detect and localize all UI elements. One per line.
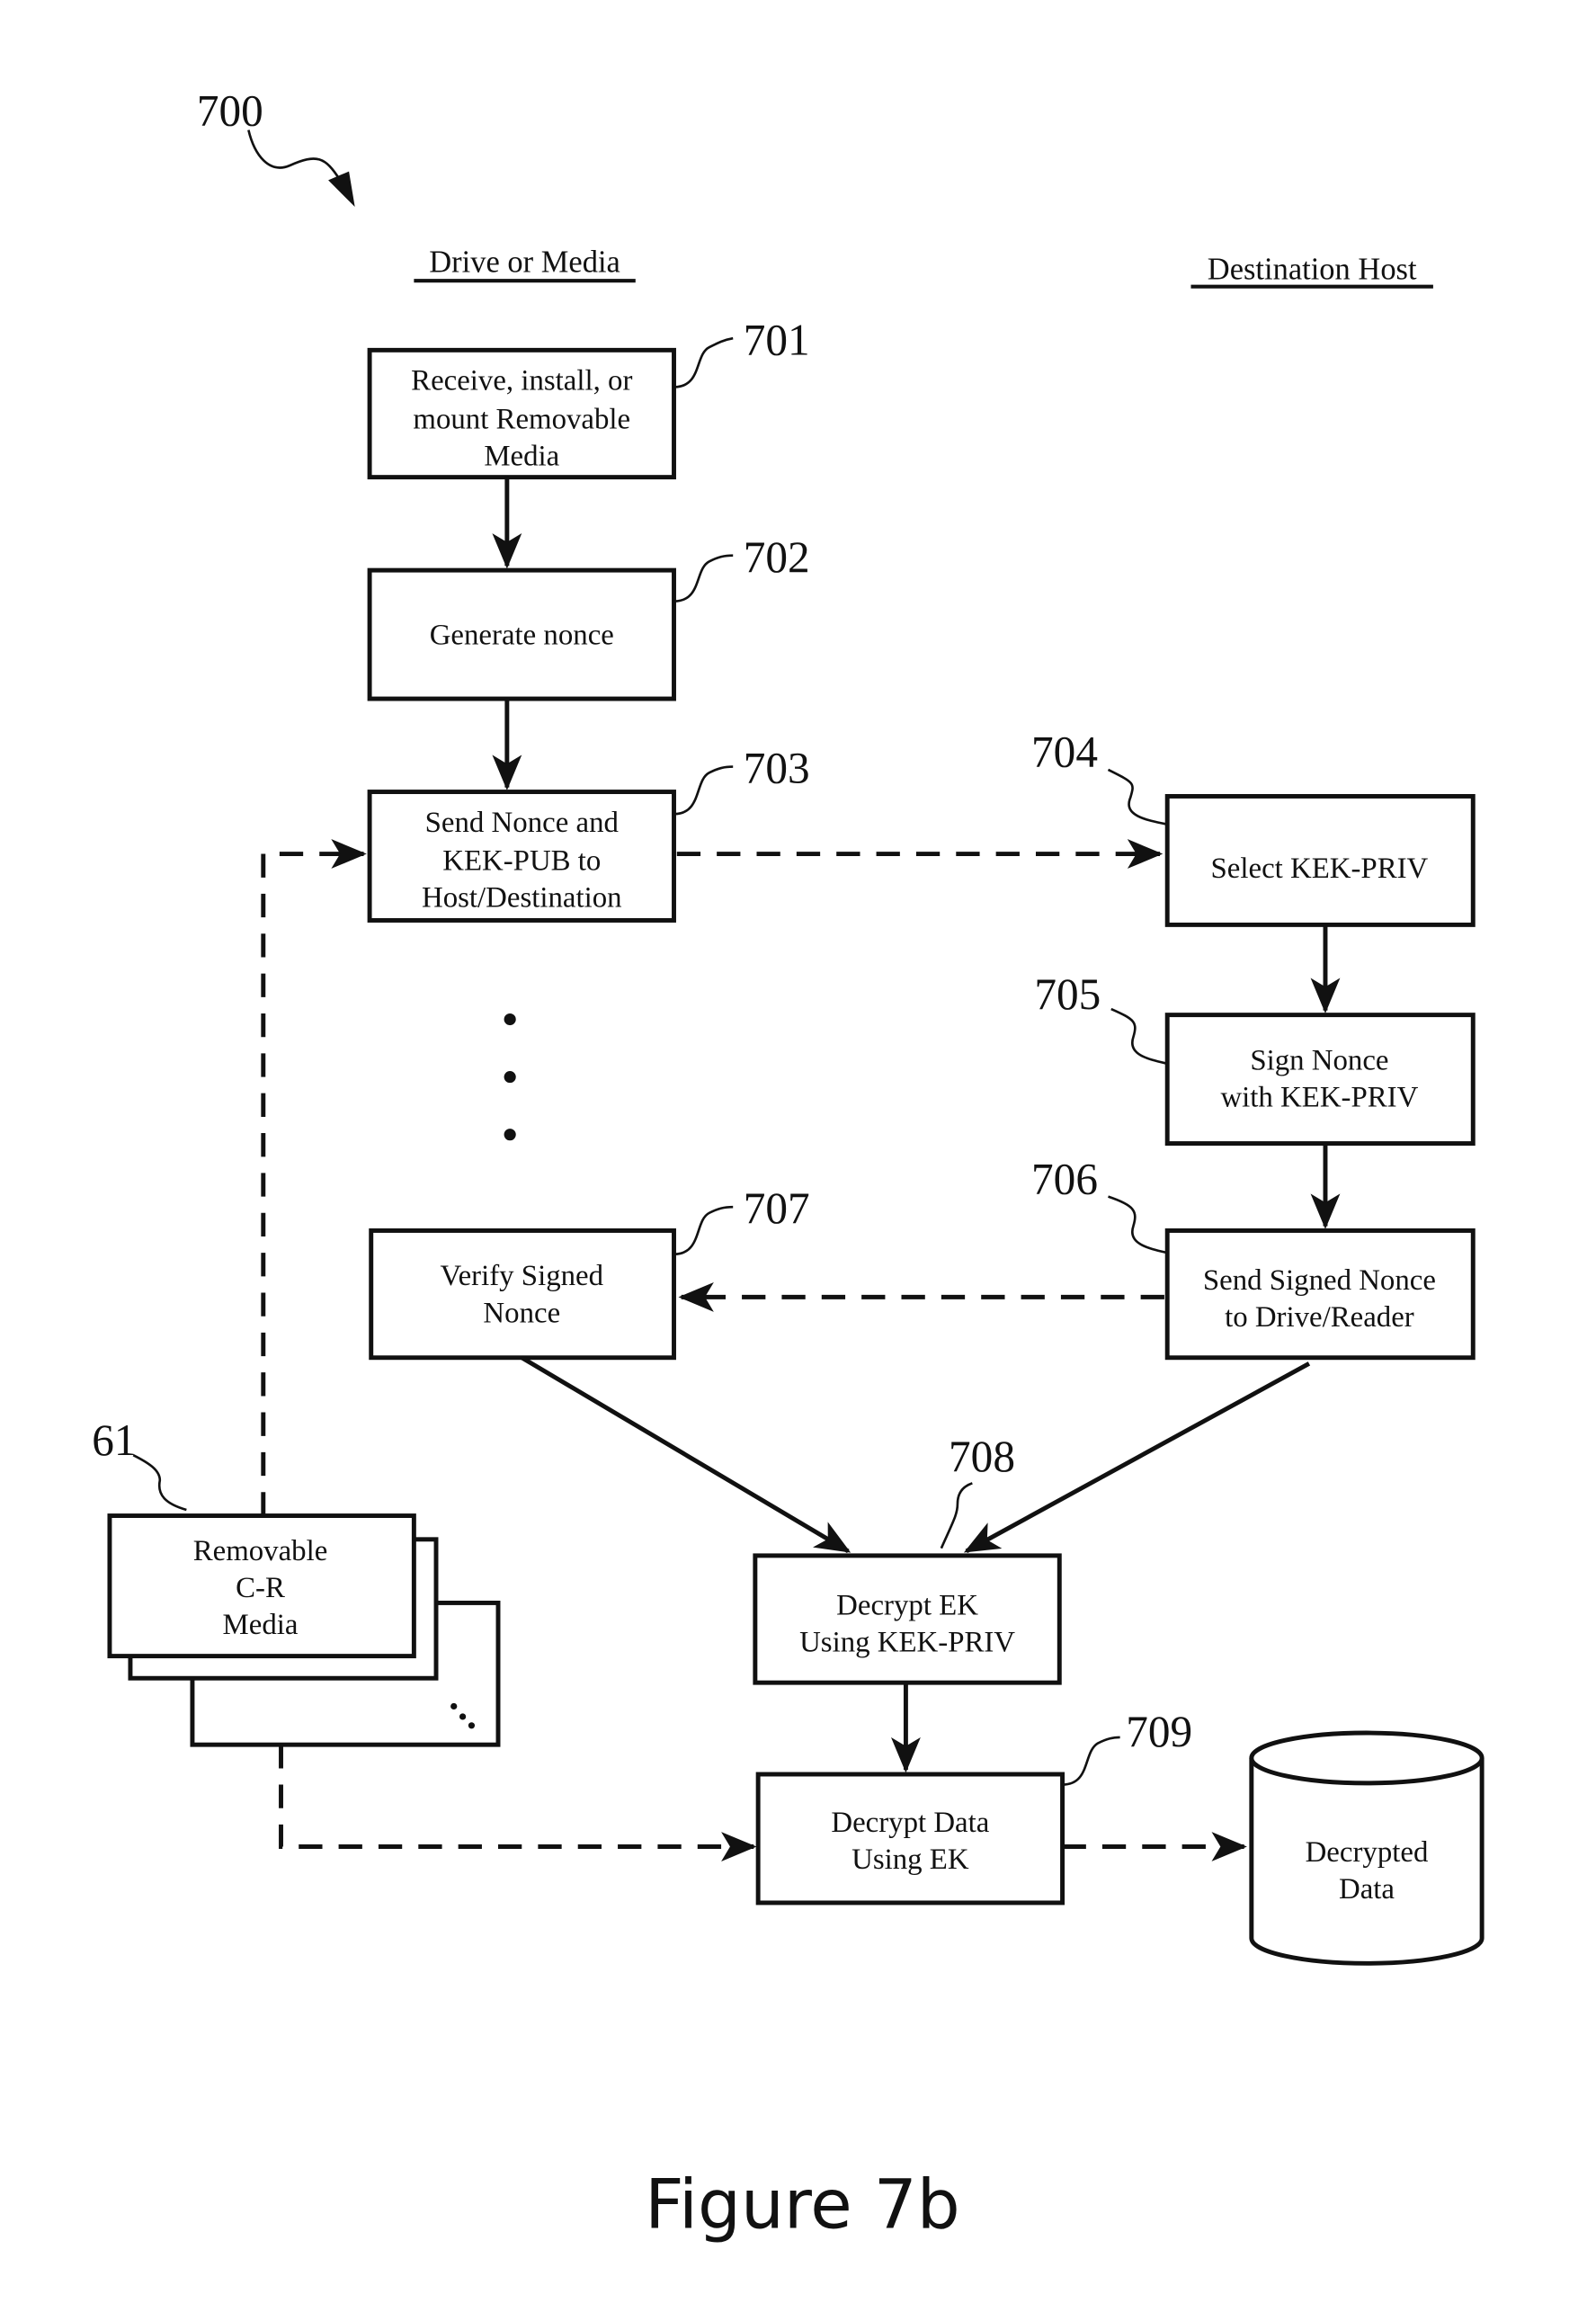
- step-708: Decrypt EK Using KEK-PRIV: [755, 1556, 1059, 1683]
- step-708-line-2: Using KEK-PRIV: [799, 1627, 1015, 1659]
- decrypted-data-line-1: Decrypted: [1306, 1836, 1429, 1869]
- step-708-leader: [941, 1483, 972, 1548]
- step-706-leader: [1108, 1197, 1167, 1253]
- arrow-707-708: [522, 1358, 848, 1551]
- step-701: Receive, install, or mount Removable Med…: [370, 350, 673, 477]
- step-705-ref: 705: [1034, 969, 1101, 1019]
- step-701-ref: 701: [744, 315, 810, 364]
- step-701-line-3: Media: [484, 440, 559, 472]
- step-709-line-2: Using EK: [851, 1843, 969, 1876]
- step-705-line-1: Sign Nonce: [1250, 1044, 1388, 1076]
- step-701-leader: [674, 338, 734, 387]
- figure-ref-arrow: [328, 172, 355, 207]
- step-709-ref: 709: [1126, 1707, 1192, 1756]
- step-704-ref: 704: [1031, 728, 1098, 777]
- step-706-line-2: to Drive/Reader: [1225, 1301, 1414, 1334]
- step-707-ref: 707: [744, 1183, 810, 1233]
- media-line-2: C-R: [236, 1572, 285, 1604]
- step-706: Send Signed Nonce to Drive/Reader: [1167, 1230, 1473, 1357]
- arrow-706-708: [967, 1363, 1309, 1551]
- step-707-line-1: Verify Signed: [441, 1260, 604, 1292]
- column-header-host: Destination Host: [1208, 252, 1417, 286]
- step-703: Send Nonce and KEK-PUB to Host/Destinati…: [370, 792, 673, 921]
- continuation-dot: [504, 1129, 516, 1140]
- step-707-leader: [674, 1207, 734, 1254]
- figure-ref-squiggle: [248, 130, 340, 181]
- step-703-ref: 703: [744, 744, 810, 793]
- figure-caption: Figure 7b: [645, 2165, 960, 2244]
- step-705-leader: [1111, 1009, 1167, 1064]
- media-line-3: Media: [223, 1609, 299, 1641]
- removable-media-stack: Removable C-R Media: [110, 1516, 498, 1745]
- step-705-line-2: with KEK-PRIV: [1220, 1081, 1418, 1113]
- step-704: Select KEK-PRIV: [1167, 796, 1473, 924]
- continuation-dot: [504, 1071, 516, 1083]
- step-709-line-1: Decrypt Data: [831, 1807, 989, 1839]
- step-703-line-2: KEK-PUB to: [442, 845, 601, 878]
- continuation-dot: [504, 1013, 516, 1025]
- step-702: Generate nonce: [370, 570, 673, 699]
- step-702-ref: 702: [744, 532, 810, 582]
- ellipsis-dot: [450, 1703, 457, 1709]
- step-706-ref: 706: [1031, 1154, 1098, 1203]
- ellipsis-dot: [468, 1722, 475, 1728]
- step-701-line-2: mount Removable: [413, 403, 630, 435]
- decrypted-data-store: Decrypted Data: [1252, 1733, 1482, 1963]
- step-702-leader: [674, 556, 734, 602]
- figure-ref-label: 700: [197, 86, 263, 136]
- media-ref: 61: [92, 1415, 136, 1465]
- step-709-leader: [1063, 1737, 1120, 1785]
- step-708-line-1: Decrypt EK: [836, 1590, 978, 1622]
- step-703-leader: [674, 767, 734, 815]
- arrow-media-703: [263, 854, 364, 1516]
- ellipsis-dot: [459, 1713, 466, 1719]
- arrow-media-709: [281, 1745, 754, 1846]
- step-709: Decrypt Data Using EK: [758, 1774, 1062, 1903]
- column-header-drive: Drive or Media: [429, 245, 620, 279]
- step-703-line-3: Host/Destination: [422, 882, 622, 915]
- media-leader: [133, 1455, 186, 1510]
- step-702-line-1: Generate nonce: [430, 619, 614, 651]
- step-707-line-2: Nonce: [483, 1297, 560, 1329]
- step-704-leader: [1108, 770, 1167, 825]
- step-708-ref: 708: [949, 1432, 1015, 1481]
- step-704-line-1: Select KEK-PRIV: [1211, 852, 1429, 885]
- media-line-1: Removable: [193, 1535, 328, 1567]
- step-701-line-1: Receive, install, or: [411, 365, 632, 397]
- step-705: Sign Nonce with KEK-PRIV: [1167, 1015, 1473, 1144]
- step-703-line-1: Send Nonce and: [425, 807, 620, 839]
- decrypted-data-line-2: Data: [1339, 1873, 1395, 1906]
- step-707: Verify Signed Nonce: [371, 1230, 674, 1357]
- step-706-line-1: Send Signed Nonce: [1203, 1264, 1436, 1297]
